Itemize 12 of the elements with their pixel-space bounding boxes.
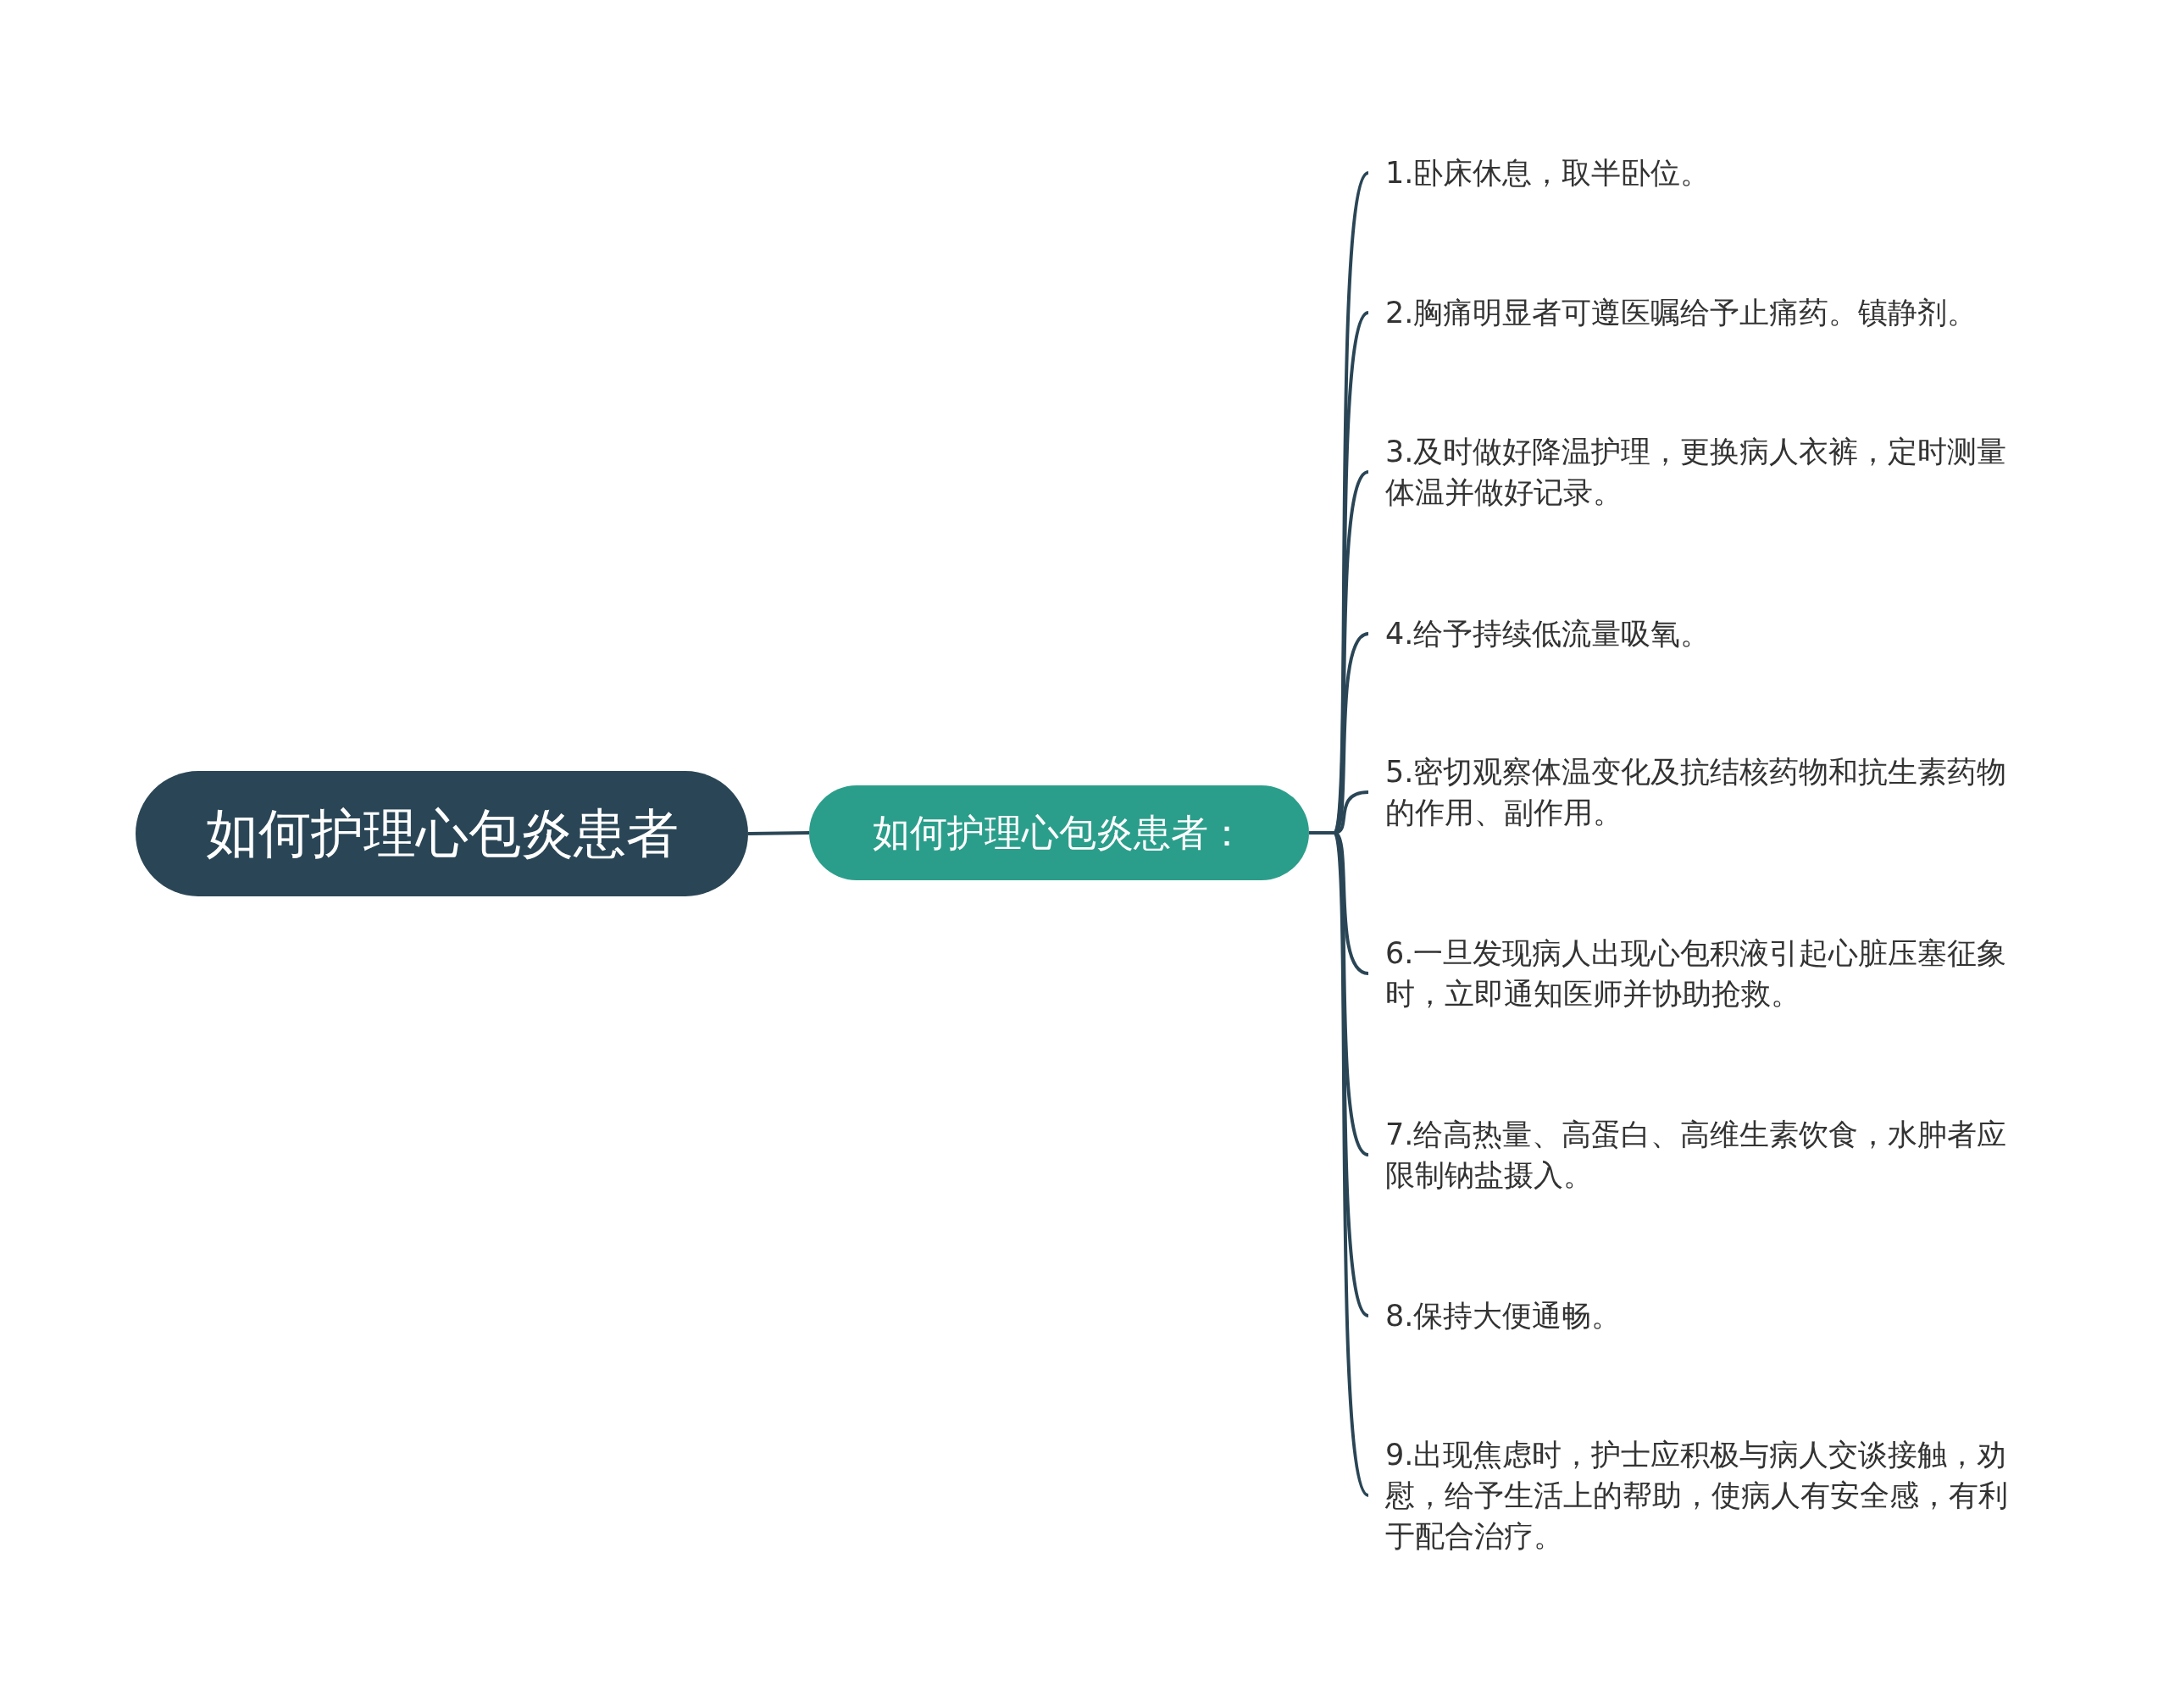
root-topic: 如何护理心包炎患者 bbox=[136, 771, 748, 896]
subtopic: 9.出现焦虑时，护士应积极与病人交谈接触，劝慰，给予生活上的帮助，使病人有安全感，有利于配合治疗。 bbox=[1368, 1431, 2029, 1560]
subtopic: 6.一旦发现病人出现心包积液引起心脏压塞征象时，立即通知医师并协助抢救。 bbox=[1368, 929, 2029, 1018]
subtopic: 2.胸痛明显者可遵医嘱给予止痛药。镇静剂。 bbox=[1368, 289, 2029, 336]
subtopic: 7.给高热量、高蛋白、高维生素饮食，水肿者应限制钠盐摄入。 bbox=[1368, 1111, 2029, 1199]
subtopic: 4.给予持续低流量吸氧。 bbox=[1368, 610, 2029, 657]
subtopic: 3.及时做好降温护理，更换病人衣裤，定时测量体温并做好记录。 bbox=[1368, 428, 2029, 516]
subtopic: 5.密切观察体温变化及抗结核药物和抗生素药物的作用、副作用。 bbox=[1368, 748, 2029, 836]
subtopic: 1.卧床休息，取半卧位。 bbox=[1368, 149, 2029, 197]
main-topic: 如何护理心包炎患者： bbox=[809, 785, 1309, 880]
connector bbox=[747, 831, 810, 835]
subtopic: 8.保持大便通畅。 bbox=[1368, 1292, 2029, 1339]
